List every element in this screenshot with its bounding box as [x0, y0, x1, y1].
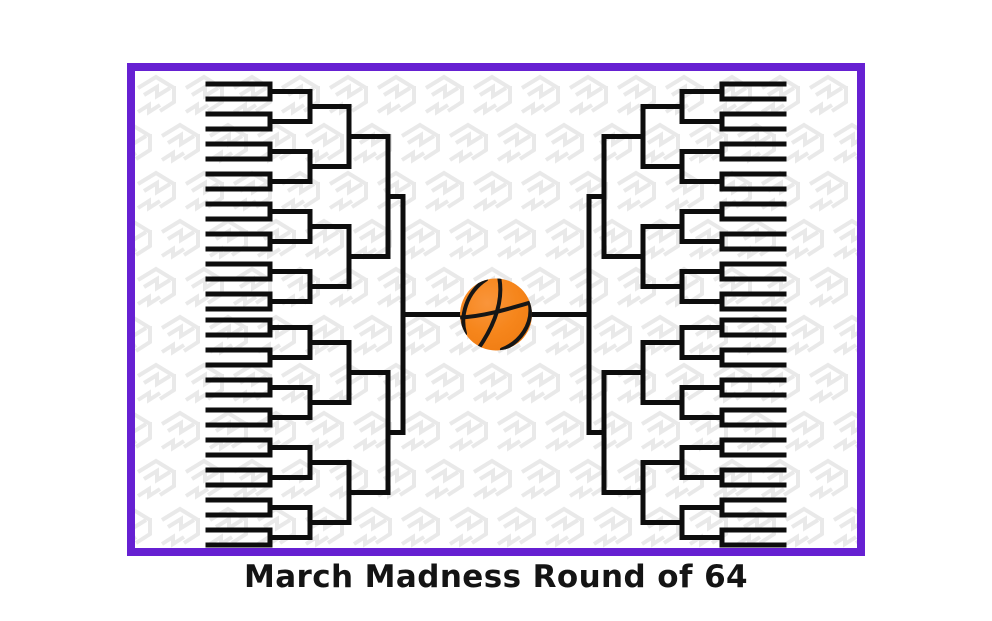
bracket-lines [205, 81, 787, 548]
basketball-seams [460, 278, 532, 351]
bracket-diagram [135, 71, 857, 548]
basketball-icon [460, 278, 532, 351]
page-title: March Madness Round of 64 [243, 559, 749, 595]
bracket-board [127, 63, 865, 556]
